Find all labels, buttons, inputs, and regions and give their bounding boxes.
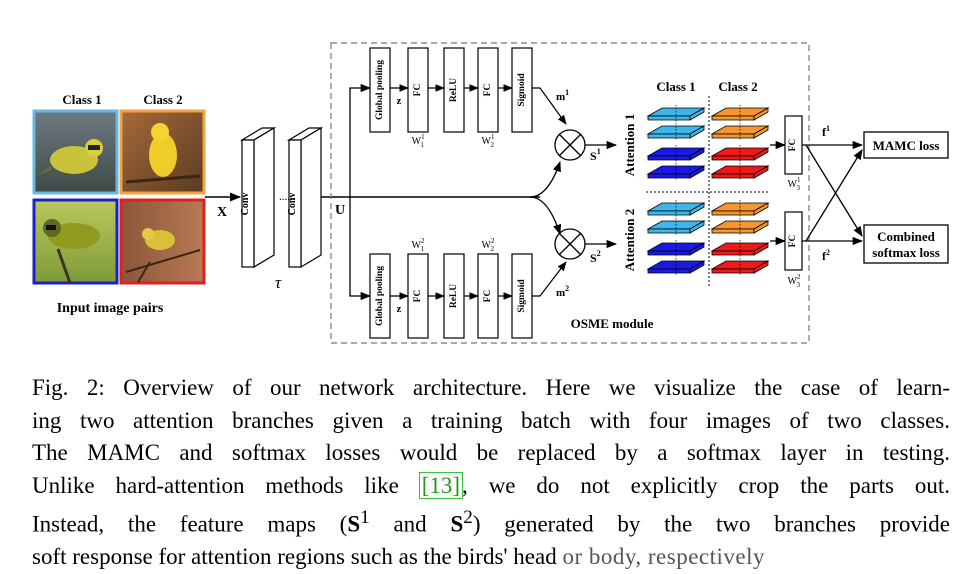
attention-map-class2-2 [710,123,770,140]
svg-text:FC: FC [788,139,798,152]
attention-map-class1-2 [646,123,706,140]
input-pairs-label: Input image pairs [57,301,164,316]
branch-bottom-line [349,197,372,301]
fc-block-bottom: FC [784,211,803,271]
osme-module-box [330,42,810,344]
svg-text:FC: FC [483,84,493,97]
m2-label: m2 [556,284,569,299]
attention-2-label: Attention 2 [622,209,637,271]
svg-text:Global pooling: Global pooling [375,60,385,120]
fc2-block-top [477,47,499,133]
tau-label: τ [275,273,282,292]
class1-label: Class 1 [62,92,101,107]
conv-block-2: Conv [286,126,324,269]
branch-top-line [349,83,372,197]
multiply-node-bottom [554,228,586,260]
conv-block-1: Conv [239,126,277,269]
attention-1-label: Attention 1 [622,114,637,176]
svg-text:FC: FC [413,84,423,97]
u-label: U [335,203,345,218]
combined-softmax-loss-box: Combined softmax loss [863,224,949,264]
caption-line-4: Unlike hard-attention methods like [13],… [32,471,950,499]
input-image-class1-a [32,109,119,195]
caption-line-3: The MAMC and softmax losses would be rep… [32,440,950,465]
input-image-class1-b [32,198,119,285]
svg-text:Sigmoid: Sigmoid [517,279,527,313]
attention-map-class1-6 [646,218,706,235]
conv-dots: ...... [279,191,296,203]
sigmoid-block-top [511,47,533,133]
attention-map-class1-4 [646,163,706,180]
global-pooling-block-top [369,47,391,133]
trunk-to-top-mult [529,161,561,198]
attention-map-class1-1 [646,105,706,122]
input-image-class2-a [119,109,206,195]
s2-label: S2 [590,249,601,265]
caption-line-6: soft response for attention regions such… [32,544,765,570]
svg-text:ReLU: ReLU [449,284,459,308]
svg-text:ReLU: ReLU [449,78,459,102]
mamc-loss-box: MAMC loss [863,131,949,159]
svg-text:FC: FC [788,235,798,248]
attention-map-class2-3 [710,145,770,162]
attention-map-class2-6 [710,218,770,235]
osme-module-label: OSME module [571,316,654,331]
network-architecture-figure: Class 1 Class 2 Input image pairs X Conv [32,42,949,344]
f1-label: f1 [822,124,830,139]
attention-map-class1-7 [646,240,706,257]
x-label: X [217,205,227,220]
att-class1-label: Class 1 [656,79,695,94]
attention-map-class2-4 [710,163,770,180]
m1-label: m1 [556,88,569,103]
s1-label: S1 [590,147,601,163]
svg-text:Combined: Combined [877,229,936,244]
f1-to-combined [805,144,863,237]
svg-text:MAMC loss: MAMC loss [873,138,940,153]
fc1-block-top [407,47,429,133]
svg-text:Global pooling: Global pooling [375,266,385,326]
caption-line-5: Instead, the feature maps (S1 and S2) ge… [32,507,951,537]
svg-text:Conv: Conv [240,193,251,216]
caption-line-1: Fig. 2: Overview of our network architec… [32,375,950,400]
attention-map-class2-1 [710,105,770,122]
z-label-bottom: z [397,303,402,315]
caption-line-2: ing two attention branches given a train… [32,407,950,433]
z-label-top: z [397,95,402,107]
trunk-to-bottom-mult [529,196,562,235]
input-image-class2-b [119,198,206,285]
svg-text:Sigmoid: Sigmoid [517,73,527,107]
svg-text:softmax loss: softmax loss [872,245,940,260]
attention-map-class2-7 [710,240,770,257]
citation-link[interactable]: [13] [418,471,464,499]
class2-label: Class 2 [143,92,182,107]
attention-map-class1-3 [646,145,706,162]
figure-caption: Fig. 2: Overview of our network architec… [32,372,950,574]
att-class2-label: Class 2 [718,79,757,94]
multiply-node-top [554,129,586,161]
svg-text:FC: FC [483,290,493,303]
attention-map-class2-8 [710,258,770,275]
svg-text:Conv: Conv [287,193,298,216]
attention-maps [646,105,770,275]
f2-label: f2 [822,248,830,263]
attention-map-class2-5 [710,200,770,217]
attention-map-class1-5 [646,200,706,217]
attention-map-class1-8 [646,258,706,275]
relu-block-top [443,47,465,133]
f2-to-mamc [805,149,863,242]
fc-block-top: FC [784,115,803,175]
svg-text:FC: FC [413,290,423,303]
